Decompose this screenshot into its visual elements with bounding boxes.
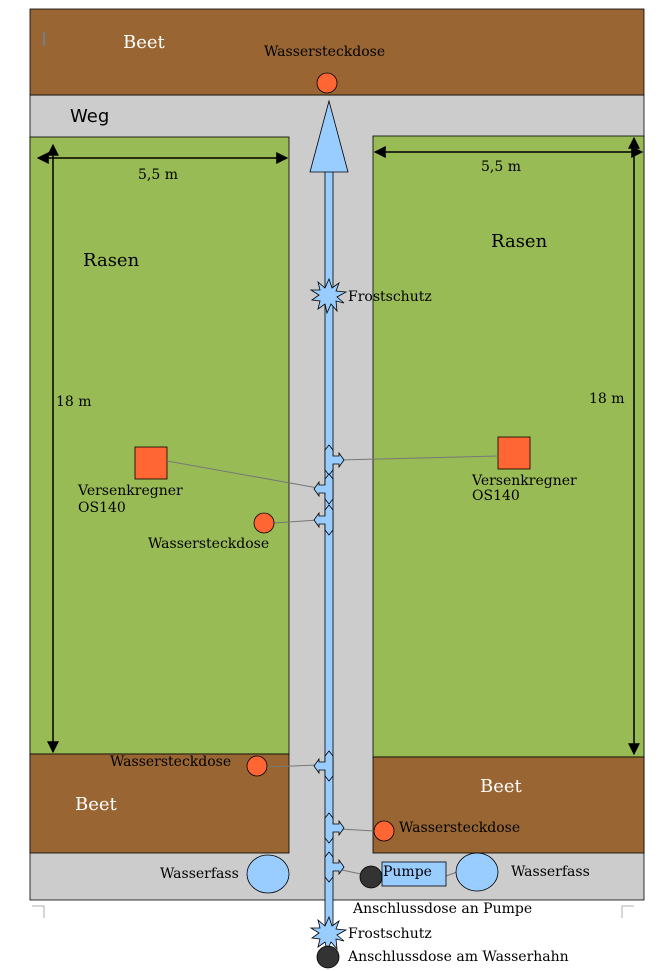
path-label: Weg — [70, 106, 109, 127]
barrel-left — [246, 854, 290, 894]
bed-bottom-right — [372, 756, 645, 854]
bed-top-label: Beet — [123, 32, 166, 53]
pipe-arrow-head — [309, 99, 349, 173]
barrel-left-label: Wasserfass — [160, 866, 239, 882]
socket-bottom-left — [246, 755, 268, 777]
lawn-left-label: Rasen — [83, 250, 140, 271]
pump-box — [381, 861, 447, 887]
socket-top-label: Wassersteckdose — [264, 44, 385, 60]
bed-bottom-left — [29, 753, 290, 854]
hose-middle-socket — [273, 519, 319, 524]
frost-lower-label: Frostschutz — [348, 926, 432, 942]
tee-right-sprinkler — [324, 444, 345, 476]
sprinkler-left-label-2: OS140 — [78, 500, 126, 516]
hose-left-sprinkler — [166, 460, 319, 489]
frost-upper-icon — [309, 277, 348, 315]
lawn-left-width-label: 5,5 m — [138, 167, 178, 183]
pump-label: Pumpe — [383, 864, 432, 880]
tee-middle-socket — [313, 504, 334, 536]
tee-bottom-right-socket — [324, 812, 345, 844]
connector-pump-label: Anschlussdose an Pumpe — [352, 901, 532, 917]
lawn-right-label: Rasen — [491, 231, 548, 252]
socket-bottom-right-label: Wassersteckdose — [399, 820, 520, 836]
hose-pump-barrel — [445, 871, 458, 877]
tee-pump — [324, 851, 345, 883]
connector-pump — [359, 865, 383, 889]
socket-middle-left — [253, 512, 275, 534]
bed-bottom-right-label: Beet — [480, 776, 523, 797]
socket-middle-left-label: Wassersteckdose — [148, 536, 269, 552]
tee-bottom-left-socket — [313, 750, 334, 782]
socket-bottom-left-label: Wassersteckdose — [110, 754, 231, 770]
lawn-right-width-label: 5,5 m — [481, 159, 521, 175]
barrel-right — [455, 852, 499, 892]
connector-tap — [316, 945, 340, 969]
lawn-left-height-label: 18 m — [56, 394, 92, 410]
sprinkler-right-label-1: Versenkregner — [471, 473, 577, 489]
socket-top — [316, 72, 338, 94]
tee-left-sprinkler — [313, 473, 334, 505]
sprinkler-right-label-2: OS140 — [472, 488, 520, 504]
corner-mark-left — [32, 905, 45, 918]
sprinkler-left — [134, 446, 168, 480]
bed-bottom-left-label: Beet — [75, 794, 118, 815]
hose-bottom-right-socket — [339, 828, 375, 832]
frost-upper-label: Frostschutz — [348, 289, 432, 305]
lawn-right-height-label: 18 m — [589, 391, 625, 407]
connector-tap-label: Anschlussdose am Wasserhahn — [347, 949, 569, 965]
lawn-left — [29, 136, 290, 755]
hose-right-sprinkler — [339, 455, 499, 461]
sprinkler-left-label-1: Versenkregner — [77, 483, 183, 499]
socket-bottom-right — [373, 820, 395, 842]
sprinkler-right — [497, 436, 531, 470]
barrel-right-label: Wasserfass — [511, 864, 590, 880]
hose-bottom-left-socket — [266, 764, 319, 768]
corner-mark-right — [621, 905, 634, 918]
